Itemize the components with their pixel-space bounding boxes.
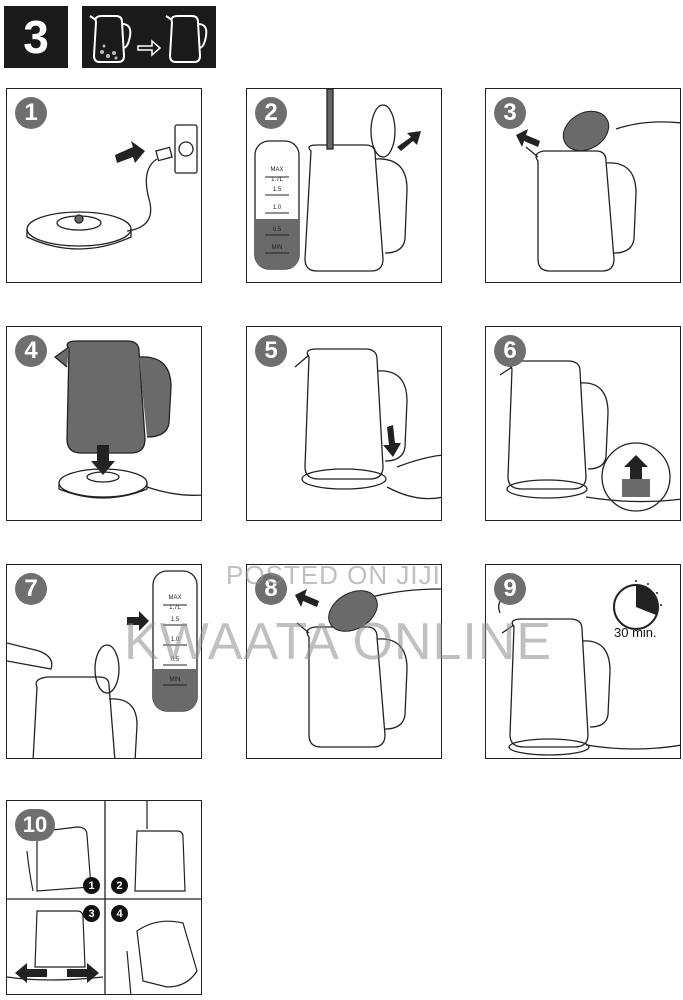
sub-step-3: 3 [83, 905, 100, 922]
arrow-icon [295, 589, 319, 607]
arrow-icon [115, 141, 145, 163]
base-plug-illustration [26, 124, 198, 250]
panel-step-8: 8 [246, 564, 442, 759]
step-number-7: 7 [15, 573, 47, 605]
scale-min-label-7: MIN [169, 677, 181, 683]
step-number-3: 3 [494, 97, 526, 129]
panel-step-1: 1 [6, 88, 202, 283]
scale-10-label: 1.0 [272, 205, 282, 211]
step-number-4: 4 [15, 335, 47, 367]
scale-max-label: MAX [270, 167, 284, 173]
panel-step-9: 30 min. 9 [485, 564, 681, 759]
panel-step-4: 4 [6, 326, 202, 521]
timer-label: 30 min. [614, 625, 657, 640]
kettle-descale-icon [82, 6, 216, 68]
close-lid-illustration-2 [295, 588, 441, 748]
scale-05-label-7: 0.5 [170, 657, 180, 663]
step-number-10: 10 [15, 809, 55, 841]
arrow-down-icon [91, 445, 115, 475]
wait-30-min-illustration [498, 580, 680, 756]
step-number-badge: 3 [4, 6, 68, 68]
scale-15-label: 1.5 [272, 187, 282, 193]
sub-step-2: 2 [111, 877, 128, 894]
arrow-icon [397, 131, 421, 151]
place-kettle-illustration [53, 340, 201, 499]
arrow-left-icon [15, 963, 47, 983]
close-lid-illustration [516, 110, 680, 272]
step-number-9: 9 [494, 573, 526, 605]
scale-min-label: MIN [271, 245, 283, 251]
step-number-8: 8 [255, 573, 287, 605]
scale-17-label-7: 1.7L [169, 605, 181, 611]
sub-step-1: 1 [83, 877, 100, 894]
scale-max-label-7: MAX [168, 595, 182, 601]
panel-step-2: MAX 1.7L 1.5 1.0 0.5 MIN 2 [246, 88, 442, 283]
add-vinegar-illustration [7, 570, 198, 758]
switch-on-illustration [294, 348, 441, 500]
step-number-5: 5 [255, 335, 287, 367]
panel-step-7: MAX 1.7L 1.5 1.0 0.5 MIN 7 [6, 564, 202, 759]
arrow-down-icon [383, 425, 401, 457]
panel-step-5: 5 [246, 326, 442, 521]
scale-10-label-7: 1.0 [170, 637, 180, 643]
step-number-2: 2 [255, 97, 287, 129]
arrow-right-icon [67, 963, 99, 983]
step-number-1: 1 [15, 97, 47, 129]
arrow-icon [516, 129, 540, 147]
step-number-6: 6 [494, 335, 526, 367]
scale-05-label: 0.5 [272, 227, 282, 233]
panel-step-10: 10 1 2 3 4 [6, 800, 202, 995]
arrow-right-icon [127, 611, 149, 631]
fill-water-illustration [254, 89, 421, 272]
sub-step-4: 4 [111, 905, 128, 922]
panel-step-6: 6 [485, 326, 681, 521]
arrow-up-icon [624, 455, 648, 479]
timer-icon [613, 580, 662, 630]
scale-17-label: 1.7L [271, 177, 283, 183]
scale-15-label-7: 1.5 [170, 617, 180, 623]
panel-step-3: 3 [485, 88, 681, 283]
